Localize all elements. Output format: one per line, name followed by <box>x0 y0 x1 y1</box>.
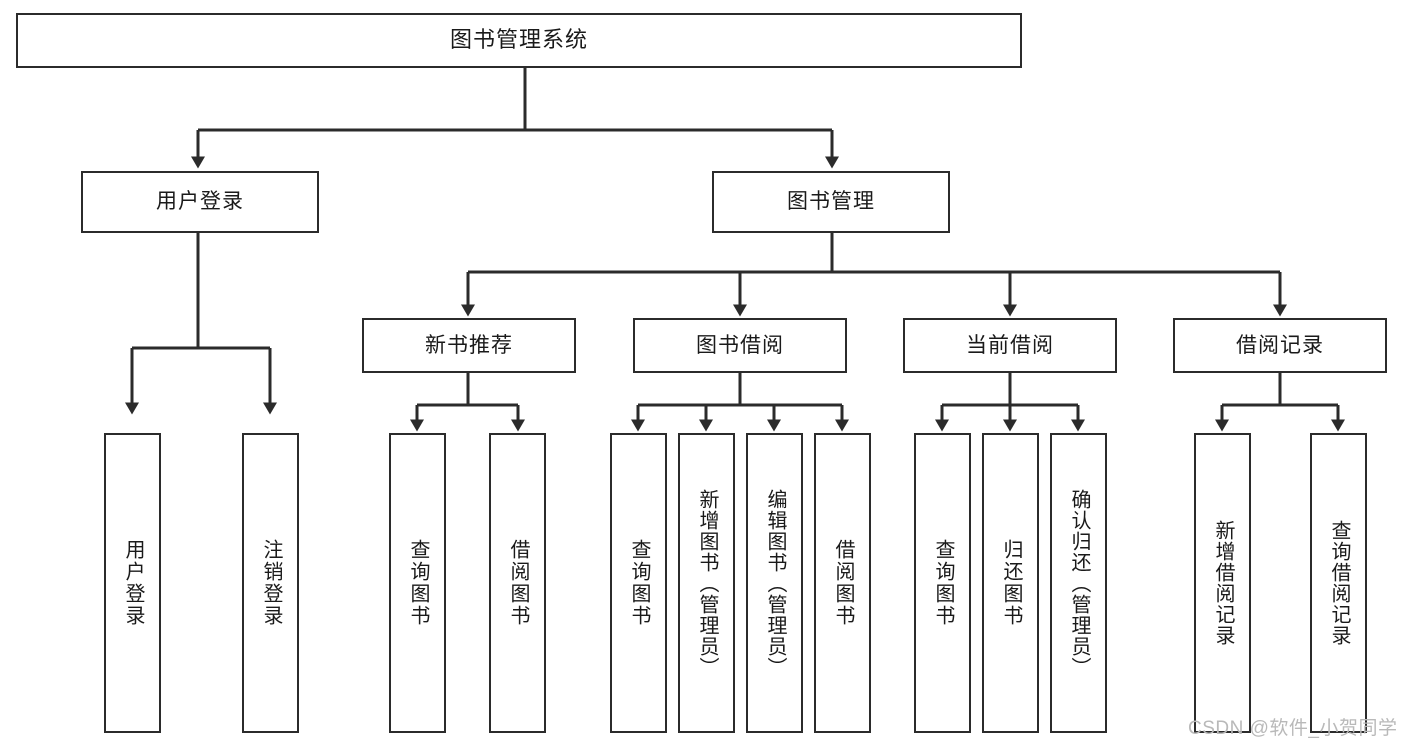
leaf-current-borrow-confirm-return-admin[interactable]: 确认归还（管理员） <box>1050 433 1107 733</box>
leaf-borrow-record-add-record[interactable]: 新增借阅记录 <box>1194 433 1251 733</box>
node-label: 用户登录 <box>156 190 244 214</box>
node-label: 当前借阅 <box>966 333 1054 357</box>
leaf-user-login-login[interactable]: 用户登录 <box>104 433 161 733</box>
leaf-label: 查询图书 <box>407 539 429 627</box>
leaf-label: 确认归还（管理员） <box>1068 488 1090 678</box>
leaf-label: 归还图书 <box>1000 539 1022 627</box>
leaf-current-borrow-return-book[interactable]: 归还图书 <box>982 433 1039 733</box>
node-book-management[interactable]: 图书管理 <box>712 171 950 233</box>
leaf-book-borrow-query-book[interactable]: 查询图书 <box>610 433 667 733</box>
leaf-label: 新增借阅记录 <box>1212 520 1234 646</box>
leaf-label: 编辑图书（管理员） <box>764 488 786 678</box>
node-user-login[interactable]: 用户登录 <box>81 171 319 233</box>
leaf-label: 用户登录 <box>122 539 144 627</box>
leaf-label: 查询借阅记录 <box>1328 520 1350 646</box>
node-book-borrow[interactable]: 图书借阅 <box>633 318 847 373</box>
leaf-borrow-record-query-record[interactable]: 查询借阅记录 <box>1310 433 1367 733</box>
node-current-borrow[interactable]: 当前借阅 <box>903 318 1117 373</box>
node-label: 新书推荐 <box>425 333 513 357</box>
leaf-label: 注销登录 <box>260 539 282 627</box>
node-new-book-recommend[interactable]: 新书推荐 <box>362 318 576 373</box>
leaf-label: 新增图书（管理员） <box>696 488 718 678</box>
leaf-book-borrow-add-book-admin[interactable]: 新增图书（管理员） <box>678 433 735 733</box>
node-root-book-management-system[interactable]: 图书管理系统 <box>16 13 1022 68</box>
csdn-watermark: CSDN @软件_小贺同学 <box>1188 718 1398 739</box>
leaf-label: 查询图书 <box>628 539 650 627</box>
node-label: 图书借阅 <box>696 333 784 357</box>
leaf-current-borrow-query-book[interactable]: 查询图书 <box>914 433 971 733</box>
leaf-user-login-logout[interactable]: 注销登录 <box>242 433 299 733</box>
leaf-new-book-query-book[interactable]: 查询图书 <box>389 433 446 733</box>
node-label: 图书管理 <box>787 190 875 214</box>
leaf-label: 查询图书 <box>932 539 954 627</box>
leaf-book-borrow-edit-book-admin[interactable]: 编辑图书（管理员） <box>746 433 803 733</box>
leaf-label: 借阅图书 <box>832 539 854 627</box>
node-borrow-record[interactable]: 借阅记录 <box>1173 318 1387 373</box>
leaf-new-book-borrow-book[interactable]: 借阅图书 <box>489 433 546 733</box>
leaf-label: 借阅图书 <box>507 539 529 627</box>
node-label: 图书管理系统 <box>449 27 588 53</box>
node-label: 借阅记录 <box>1236 333 1324 357</box>
leaf-book-borrow-borrow-book[interactable]: 借阅图书 <box>814 433 871 733</box>
